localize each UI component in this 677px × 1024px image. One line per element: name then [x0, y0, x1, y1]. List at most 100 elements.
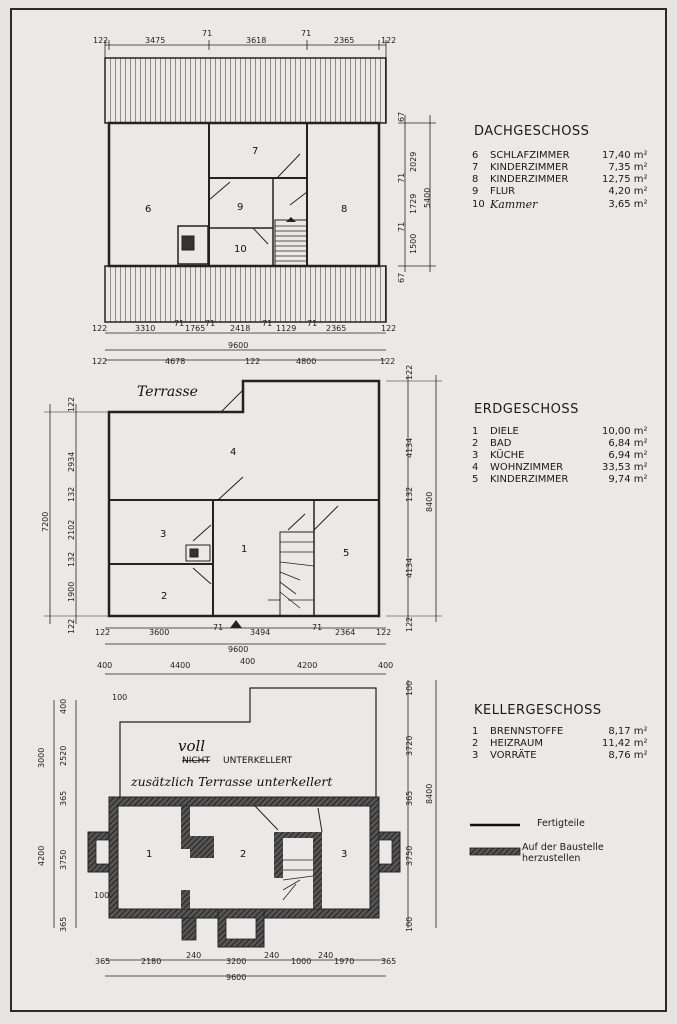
- room-name: KÜCHE: [490, 450, 525, 461]
- room-area: 17,40 m²: [602, 150, 648, 161]
- dim-erd-left-1: 2934: [67, 452, 76, 472]
- note-unterkellert: UNTERKELLERT: [223, 756, 293, 766]
- note-nicht-struck: NICHT: [182, 756, 210, 766]
- dachgeschoss-plan: [104, 40, 436, 351]
- dim-kel-left-6: 365: [59, 917, 68, 932]
- room-area: 3,65 m²: [608, 199, 648, 210]
- dim-kel-bot-2: 240: [186, 951, 201, 960]
- dim-dach-bot-2: 71: [174, 319, 184, 328]
- dim-kel-top-2: 400: [240, 657, 255, 666]
- room-no: 9: [472, 186, 479, 197]
- dim-dach-right-4: 71: [397, 222, 406, 232]
- dim-kel-right-1: 3720: [405, 736, 414, 756]
- dim-erd-top-2: 122: [245, 357, 260, 366]
- room-area: 4,20 m²: [608, 186, 648, 197]
- room-name: KINDERZIMMER: [490, 174, 569, 185]
- dim-dach-top-6: 122: [381, 36, 396, 45]
- room-no: 6: [472, 150, 479, 161]
- dim-erd-right-3: 4134: [405, 558, 414, 578]
- dim-erd-right-2: 132: [405, 487, 414, 502]
- dim-dach-top-4: 71: [301, 29, 311, 38]
- dim-kel-right-total: 8400: [425, 784, 434, 804]
- erdgeschoss-plan: [44, 359, 442, 645]
- room-row: 9 FLUR 4,20 m²: [472, 186, 648, 198]
- room-area: 10,00 m²: [602, 426, 648, 437]
- room-no: 3: [472, 750, 479, 761]
- room-area: 6,94 m²: [608, 450, 648, 461]
- dim-dach-right-6: 67: [397, 273, 406, 283]
- dim-erd-bot-3: 3494: [250, 628, 270, 637]
- title-erdgeschoss: ERDGESCHOSS: [474, 402, 579, 417]
- plan-dach-room-6: 6: [145, 204, 151, 215]
- dim-erd-right-4: 122: [405, 617, 414, 632]
- room-name: DIELE: [490, 426, 519, 437]
- dim-erd-left-total: 7200: [41, 512, 50, 532]
- dim-kel-right-3: 3750: [405, 846, 414, 866]
- dim-dach-bot-6: 71: [262, 319, 272, 328]
- room-no: 8: [472, 174, 479, 185]
- dim-dach-right-5: 1500: [409, 234, 418, 254]
- dim-kel-top-1: 4400: [170, 661, 190, 670]
- dim-kel-bot-7: 1970: [334, 957, 354, 966]
- dim-kel-misc-0: 100: [112, 693, 127, 702]
- dim-erd-left-4: 132: [67, 552, 76, 567]
- stair: [282, 859, 314, 901]
- room-name: VORRÄTE: [490, 750, 537, 761]
- room-no: 10: [472, 199, 485, 210]
- dim-dach-right-2: 71: [397, 173, 406, 183]
- dim-erd-left-5: 1900: [67, 582, 76, 602]
- dim-kel-bot-6: 240: [318, 951, 333, 960]
- dim-erd-bot-5: 2364: [335, 628, 355, 637]
- plan-dach-room-9: 9: [237, 202, 243, 213]
- roof-strip-bottom: [104, 265, 387, 323]
- dim-dach-bot-5: 2418: [230, 324, 250, 333]
- dim-erd-bot-1: 3600: [149, 628, 169, 637]
- dim-kel-left-3: 365: [59, 791, 68, 806]
- dim-dach-top-1: 3475: [145, 36, 165, 45]
- dim-erd-top-3: 4800: [296, 357, 316, 366]
- room-no: 1: [472, 726, 479, 737]
- room-area: 7,35 m²: [608, 162, 648, 173]
- room-no: 1: [472, 426, 479, 437]
- hand-terrasse-unterkellert: zusätzlich Terrasse unterkellert: [130, 774, 333, 789]
- dim-kel-left-5: 4200: [37, 846, 46, 866]
- room-name: FLUR: [490, 186, 516, 197]
- dim-dach-top-3: 3618: [246, 36, 266, 45]
- dim-dach-top-5: 2365: [334, 36, 354, 45]
- dim-dach-right-1: 2029: [409, 152, 418, 172]
- plan-dach-room-7: 7: [252, 146, 258, 157]
- plan-erd-room-3: 3: [160, 529, 166, 540]
- dim-erd-bot-0: 122: [95, 628, 110, 637]
- dim-kel-bot-8: 365: [381, 957, 396, 966]
- room-area: 8,17 m²: [608, 726, 648, 737]
- dim-dach-bot-4: 71: [205, 319, 215, 328]
- dim-kel-bot-1: 2180: [141, 957, 161, 966]
- plan-erd-room-5: 5: [343, 548, 349, 559]
- legend-hatched-swatch: [469, 847, 521, 856]
- dim-kel-left-1: 2520: [59, 746, 68, 766]
- dim-erd-overall: 9600: [228, 645, 248, 654]
- dim-kel-bot-5: 1000: [291, 957, 311, 966]
- room-no: 5: [472, 474, 479, 485]
- plan-erd-room-1: 1: [241, 544, 247, 555]
- stair: [274, 219, 308, 267]
- room-name: KINDERZIMMER: [490, 162, 569, 173]
- dim-erd-top-0: 122: [92, 357, 107, 366]
- plan-erd-room-2: 2: [161, 591, 167, 602]
- plan-dach-room-10: 10: [234, 244, 247, 255]
- room-name: SCHLAFZIMMER: [490, 150, 570, 161]
- room-area: 12,75 m²: [602, 174, 648, 185]
- dim-dach-bot-3: 1765: [185, 324, 205, 333]
- dim-erd-bot-4: 71: [312, 623, 322, 632]
- dim-dach-top-2: 71: [202, 29, 212, 38]
- plan-erd-room-4: 4: [230, 447, 236, 458]
- plan-kel-room-2: 2: [240, 849, 246, 860]
- dim-kel-bot-4: 240: [264, 951, 279, 960]
- room-area: 6,84 m²: [608, 438, 648, 449]
